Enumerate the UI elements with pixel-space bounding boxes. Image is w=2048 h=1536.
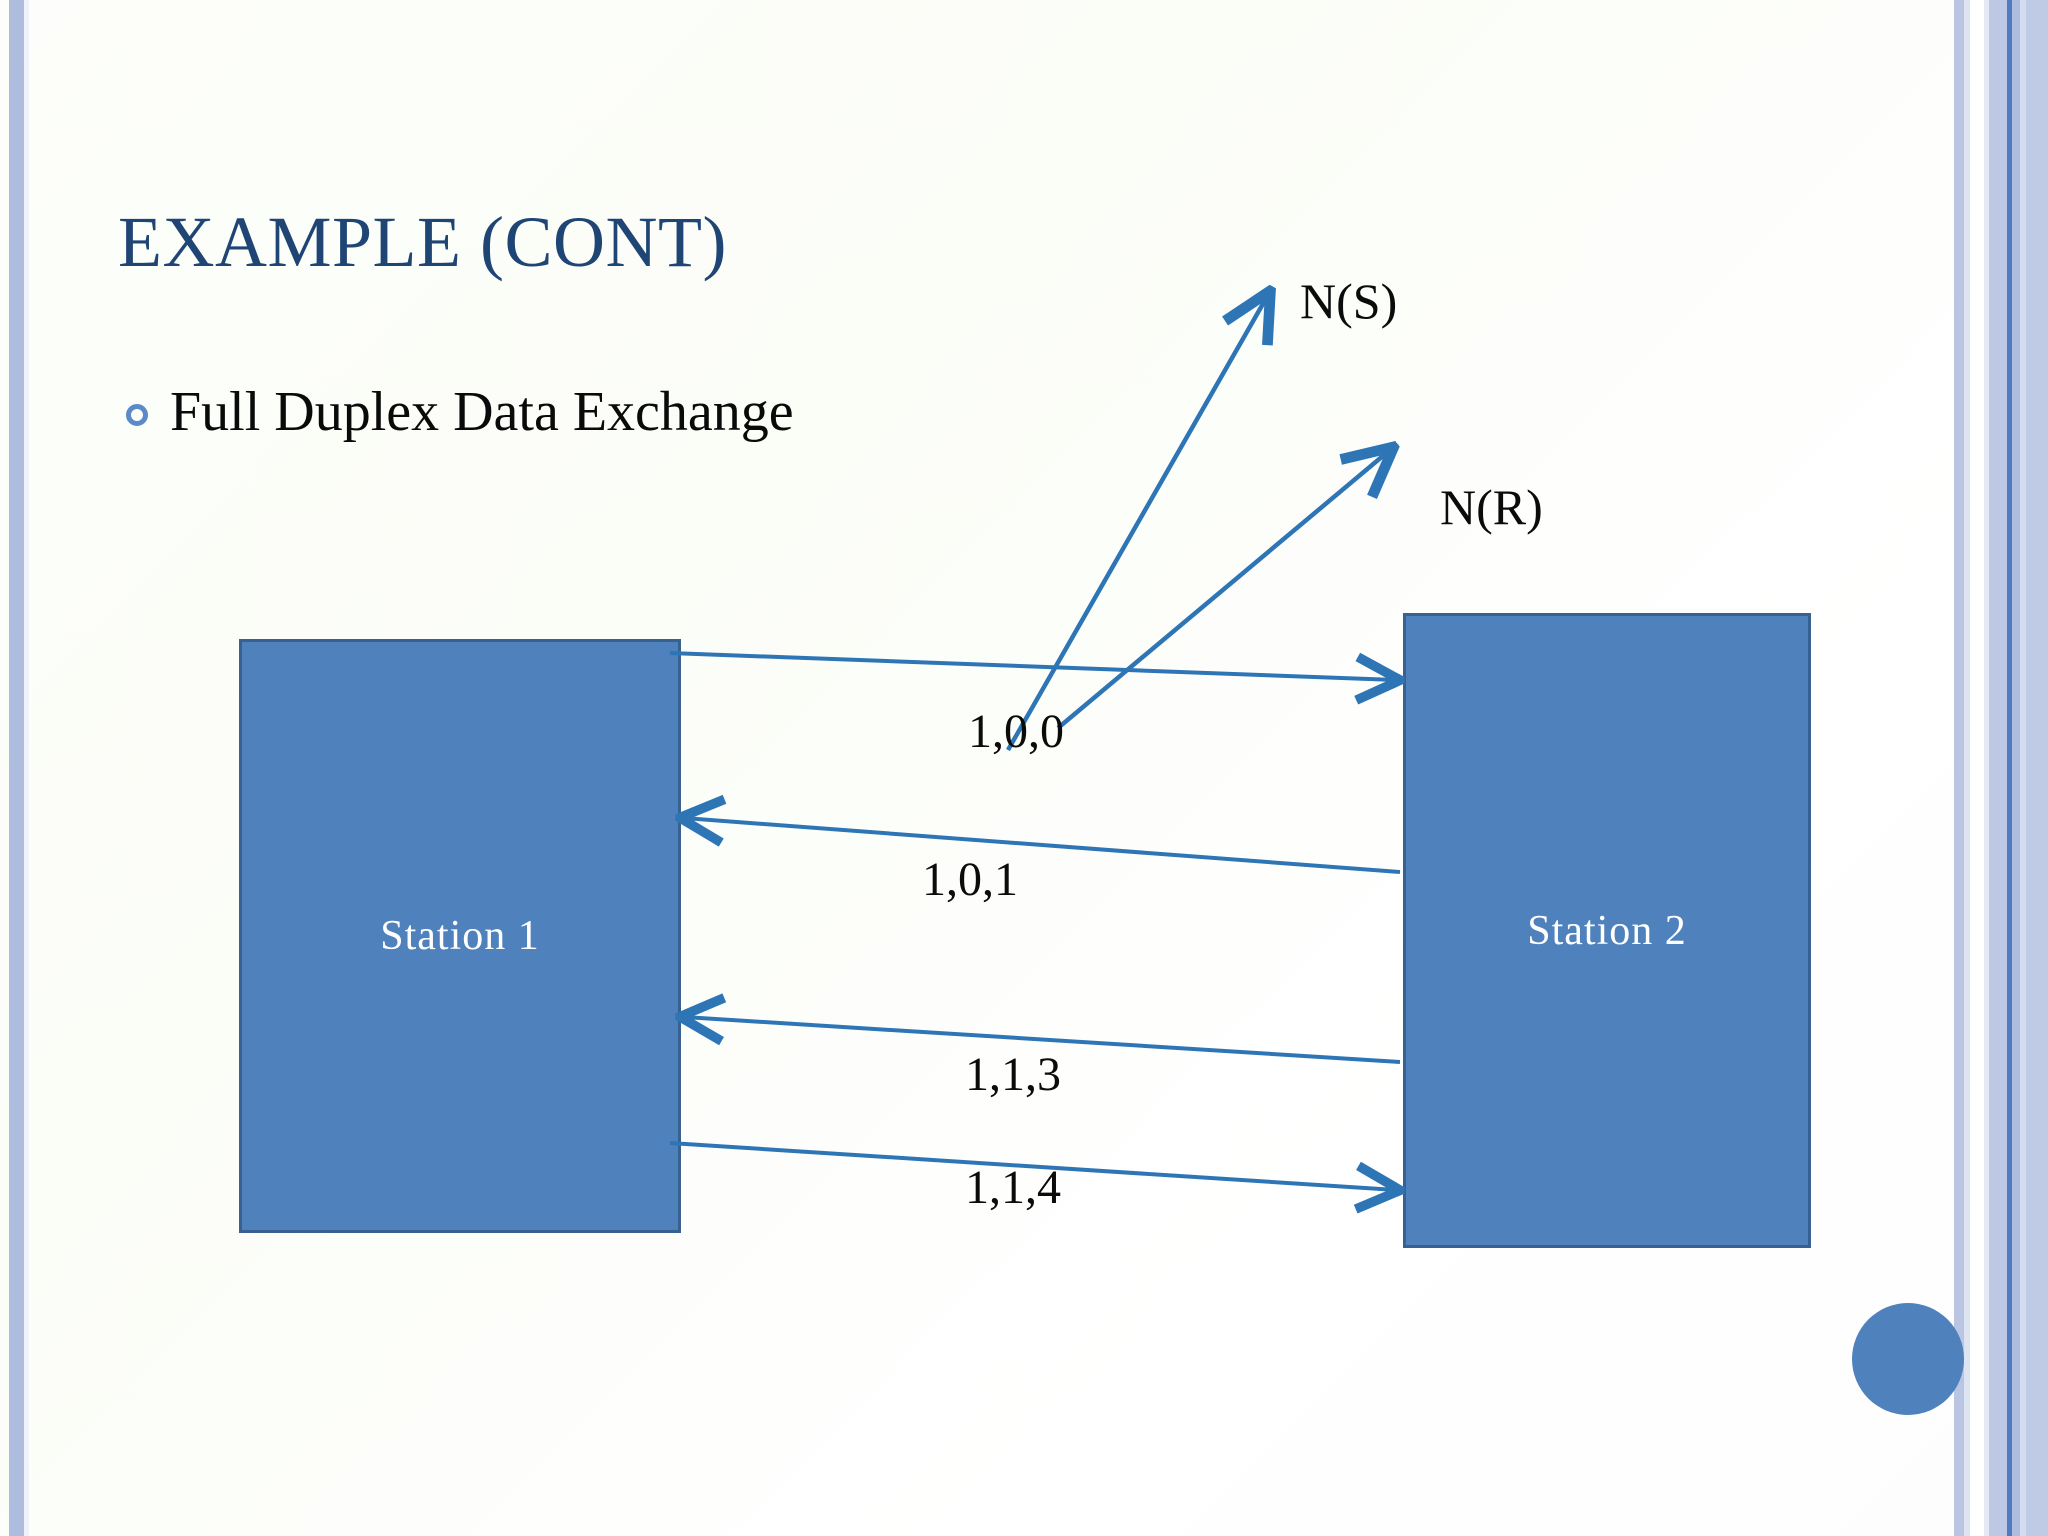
right-edge-bar-1 xyxy=(1954,0,1964,1536)
frame-label-1-0-0: 1,0,0 xyxy=(968,705,1064,758)
left-edge-bar-secondary xyxy=(24,0,29,1536)
station-2-box: Station 2 xyxy=(1403,613,1811,1248)
bullet-item-label: Full Duplex Data Exchange xyxy=(170,381,794,443)
right-edge-bar-8 xyxy=(2020,0,2026,1536)
circle-outline-bullet-icon xyxy=(126,404,148,426)
frame-arrow-1-0-1 xyxy=(684,818,1401,874)
annotation-label-ns: N(S) xyxy=(1300,273,1398,329)
right-edge-bar-7 xyxy=(2012,0,2020,1536)
right-edge-bar-9 xyxy=(2026,0,2048,1536)
bullet-list-item: Full Duplex Data Exchange xyxy=(126,380,794,444)
right-edge-bar-3 xyxy=(1970,0,1984,1536)
corner-circle-decoration xyxy=(1852,1303,1964,1415)
right-edge-bar-6 xyxy=(2007,0,2012,1536)
right-edge-bar-4 xyxy=(1984,0,1989,1536)
frame-label-1-1-3: 1,1,3 xyxy=(965,1048,1061,1101)
frame-label-1-0-1: 1,0,1 xyxy=(922,853,1018,906)
station-1-label: Station 1 xyxy=(380,913,540,959)
annotation-label-nr: N(R) xyxy=(1440,479,1543,535)
annotation-pointer-nr xyxy=(1056,450,1390,730)
right-edge-bar-5 xyxy=(1989,0,2007,1536)
frame-arrow-1-0-0 xyxy=(669,651,1396,680)
station-2-label: Station 2 xyxy=(1527,907,1687,954)
station-1-box: Station 1 xyxy=(239,639,681,1233)
frame-label-1-1-4: 1,1,4 xyxy=(965,1161,1061,1214)
left-edge-bar-primary xyxy=(9,0,24,1536)
page-title: EXAMPLE (CONT) xyxy=(118,202,727,282)
annotation-pointer-ns xyxy=(1006,295,1268,752)
right-edge-bar-2 xyxy=(1964,0,1970,1536)
